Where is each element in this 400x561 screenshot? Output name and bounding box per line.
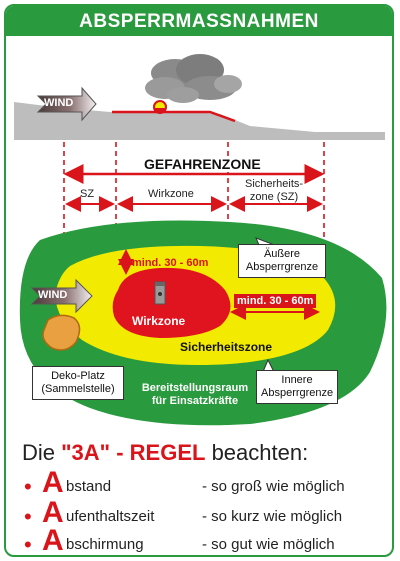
- rule-title-suffix: beachten:: [205, 440, 309, 465]
- incident-source-icon: [153, 100, 167, 114]
- staging-area-label: Bereitstellungsraum für Einsatzkräfte: [141, 382, 249, 407]
- rule-letter-1: A: [42, 466, 64, 499]
- rule-word-1: bstand: [66, 478, 112, 495]
- source-marker-icon: [154, 281, 166, 305]
- rule-title-highlight: "3A" - REGEL: [61, 440, 206, 465]
- smoke-cloud-icon: [145, 54, 242, 103]
- wirkzone-label: Wirkzone: [132, 314, 186, 328]
- deko-callout: Deko-Platz (Sammelstelle): [32, 366, 124, 400]
- profile-wind-label: WIND: [44, 97, 74, 109]
- rule-title-prefix: Die: [22, 440, 62, 465]
- rule-desc-3: - so gut wie möglich: [202, 536, 335, 553]
- map-wind-label: WIND: [38, 289, 68, 301]
- sicherheitszone-label: Sicherheitszone: [180, 340, 273, 354]
- rule-word-3: bschirmung: [66, 536, 144, 553]
- segment-wirkzone-label: Wirkzone: [148, 188, 194, 200]
- horizontal-distance-label: mind. 30 - 60m: [234, 294, 317, 308]
- segment-sz-label: SZ: [80, 188, 95, 200]
- rule-desc-1: - so groß wie möglich: [202, 478, 345, 495]
- outer-barrier-callout: Äußere Absperrgrenze: [238, 244, 326, 278]
- terrain-profile: [14, 102, 385, 140]
- rule-bullet-2: •: [24, 504, 32, 529]
- rule-bullet-1: •: [24, 474, 32, 499]
- rule-desc-2: - so kurz wie möglich: [202, 508, 343, 525]
- map-wind-arrow-icon: [30, 278, 93, 314]
- effect-zone-area: [112, 267, 231, 338]
- title-banner: ABSPERRMASSNAHMEN: [6, 6, 392, 36]
- rule-word-2: ufenthaltszeit: [66, 508, 155, 525]
- wind-arrow-icon: [36, 86, 97, 122]
- rule-letter-2: A: [42, 496, 64, 529]
- hazard-zone-label: GEFAHRENZONE: [140, 156, 265, 172]
- vertical-distance-label: mind. 30 - 60m: [132, 257, 209, 269]
- segment-sicherheitszone-label: Sicherheits- zone (SZ): [245, 178, 304, 203]
- rule-bullet-3: •: [24, 532, 32, 557]
- inner-barrier-callout: Innere Absperrgrenze: [256, 370, 338, 404]
- rule-title: Die "3A" - REGEL beachten:: [22, 440, 308, 466]
- deko-area-icon: [42, 314, 81, 351]
- incident-surface: [112, 110, 236, 123]
- rule-letter-3: A: [42, 524, 64, 557]
